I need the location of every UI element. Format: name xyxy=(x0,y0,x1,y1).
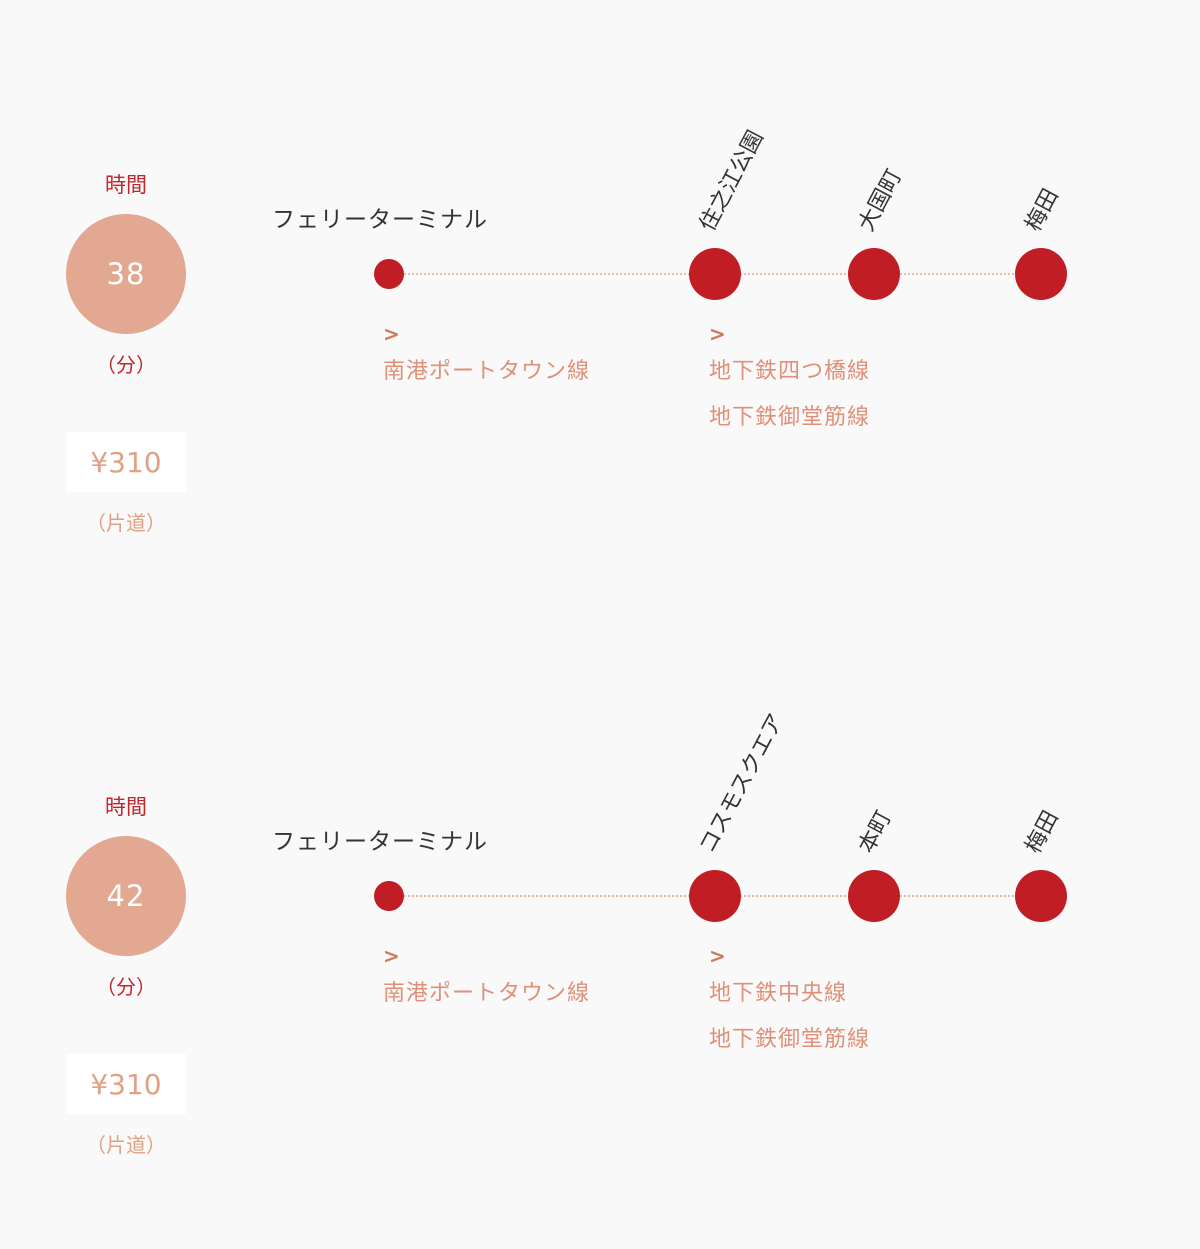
fare-value: ¥310 xyxy=(90,1067,162,1101)
line-name-2: 地下鉄中央線 xyxy=(709,981,848,1006)
transfer-arrow-icon: > xyxy=(383,322,400,346)
line-name-3: 地下鉄御堂筋線 xyxy=(709,405,871,430)
time-label: 時間 xyxy=(105,795,147,819)
line-name-3: 地下鉄御堂筋線 xyxy=(709,1027,871,1052)
station-dot-1 xyxy=(689,870,741,922)
minutes-unit: （分） xyxy=(96,353,156,377)
line-name-1: 南港ポートタウン線 xyxy=(383,981,591,1006)
origin-station-dot xyxy=(374,259,404,289)
station-name-3: 梅田 xyxy=(1021,806,1064,858)
station-name-2: 本町 xyxy=(854,806,897,858)
origin-station-dot xyxy=(374,881,404,911)
station-name-2: 大国町 xyxy=(854,165,908,236)
fare-value: ¥310 xyxy=(90,445,162,479)
travel-minutes: 42 xyxy=(106,879,146,913)
station-dot-2 xyxy=(848,248,900,300)
station-dot-2 xyxy=(848,870,900,922)
station-name-1: コスモスクエア xyxy=(695,709,790,858)
time-label: 時間 xyxy=(105,173,147,197)
station-name-3: 梅田 xyxy=(1021,184,1064,236)
fare-box: ¥310 xyxy=(66,1054,186,1114)
station-dot-1 xyxy=(689,248,741,300)
time-circle: 38 xyxy=(66,214,186,334)
transfer-arrow-icon: > xyxy=(709,322,726,346)
origin-station-name: フェリーターミナル xyxy=(272,207,488,233)
station-dot-3 xyxy=(1015,248,1067,300)
line-name-2: 地下鉄四つ橋線 xyxy=(709,359,871,384)
minutes-unit: （分） xyxy=(96,975,156,999)
route-card-1: 時間 38 （分） ¥310 （片道） フェリーターミナル 住之江公園 大国町 … xyxy=(0,0,1200,560)
line-name-1: 南港ポートタウン線 xyxy=(383,359,591,384)
station-dot-3 xyxy=(1015,870,1067,922)
fare-box: ¥310 xyxy=(66,432,186,492)
route-card-2: 時間 42 （分） ¥310 （片道） フェリーターミナル コスモスクエア 本町… xyxy=(0,622,1200,1182)
travel-minutes: 38 xyxy=(106,257,146,291)
origin-station-name: フェリーターミナル xyxy=(272,829,488,855)
fare-note: （片道） xyxy=(86,511,166,535)
station-name-1: 住之江公園 xyxy=(695,126,769,236)
transfer-arrow-icon: > xyxy=(383,944,400,968)
time-circle: 42 xyxy=(66,836,186,956)
transfer-arrow-icon: > xyxy=(709,944,726,968)
fare-note: （片道） xyxy=(86,1133,166,1157)
